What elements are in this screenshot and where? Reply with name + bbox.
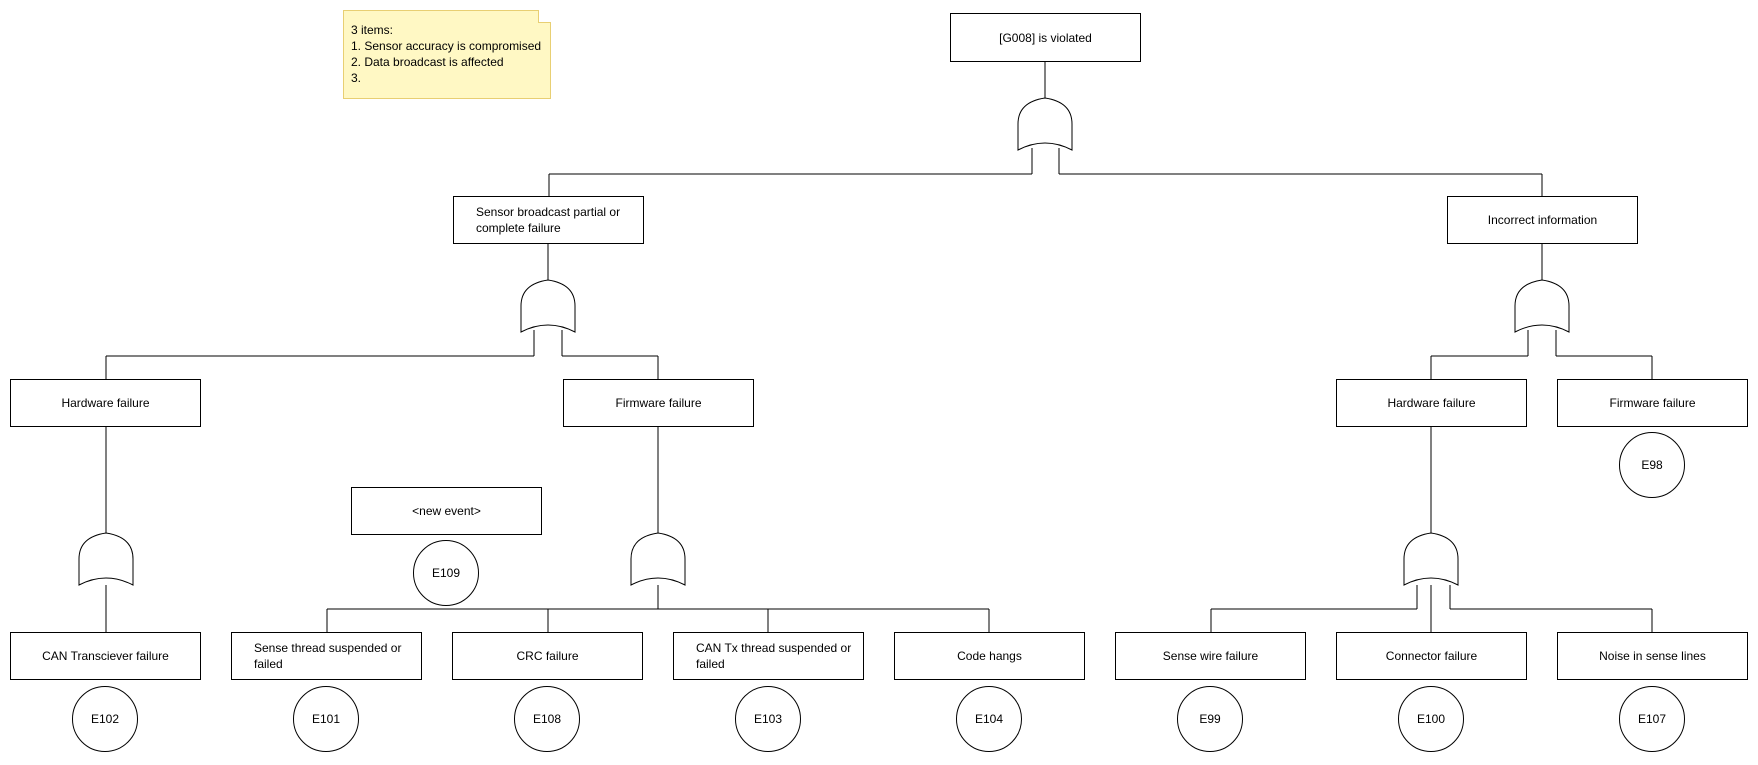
basic-event-e107[interactable]: E107 xyxy=(1619,686,1685,752)
note-line: 3. xyxy=(351,71,362,85)
or-gate-3[interactable] xyxy=(1514,279,1570,333)
event-firmware-failure-right[interactable]: Firmware failure xyxy=(1557,379,1748,427)
basic-event-e101[interactable]: E101 xyxy=(293,686,359,752)
or-gate-6[interactable] xyxy=(1403,532,1459,586)
event-sense-thread-suspended[interactable]: Sense thread suspended or failed xyxy=(231,632,422,680)
basic-event-e108[interactable]: E108 xyxy=(514,686,580,752)
basic-event-e99[interactable]: E99 xyxy=(1177,686,1243,752)
event-can-tx-thread-suspended[interactable]: CAN Tx thread suspended or failed xyxy=(673,632,864,680)
or-gate-4[interactable] xyxy=(78,532,134,586)
event-firmware-failure-mid[interactable]: Firmware failure xyxy=(563,379,754,427)
event-crc-failure[interactable]: CRC failure xyxy=(452,632,643,680)
note-line: 3 items: xyxy=(351,23,394,37)
event-hardware-failure-right[interactable]: Hardware failure xyxy=(1336,379,1527,427)
or-gate-2[interactable] xyxy=(520,279,576,333)
or-gate-1[interactable] xyxy=(1017,97,1073,151)
event-new-event[interactable]: <new event> xyxy=(351,487,542,535)
event-connector-failure[interactable]: Connector failure xyxy=(1336,632,1527,680)
note-line: 1. Sensor accuracy is compromised xyxy=(351,39,542,53)
basic-event-e102[interactable]: E102 xyxy=(72,686,138,752)
event-code-hangs[interactable]: Code hangs xyxy=(894,632,1085,680)
top-event-g008[interactable]: [G008] is violated xyxy=(950,13,1141,62)
event-can-transceiver-failure[interactable]: CAN Transciever failure xyxy=(10,632,201,680)
note-fold-corner xyxy=(538,10,551,23)
basic-event-e104[interactable]: E104 xyxy=(956,686,1022,752)
basic-event-e98[interactable]: E98 xyxy=(1619,432,1685,498)
event-sensor-broadcast-failure[interactable]: Sensor broadcast partial or complete fai… xyxy=(453,196,644,244)
event-incorrect-information[interactable]: Incorrect information xyxy=(1447,196,1638,244)
event-hardware-failure-left[interactable]: Hardware failure xyxy=(10,379,201,427)
basic-event-e109[interactable]: E109 xyxy=(413,540,479,606)
event-noise-in-sense-lines[interactable]: Noise in sense lines xyxy=(1557,632,1748,680)
event-sense-wire-failure[interactable]: Sense wire failure xyxy=(1115,632,1306,680)
basic-event-e103[interactable]: E103 xyxy=(735,686,801,752)
note-line: 2. Data broadcast is affected xyxy=(351,55,504,69)
note-sticky[interactable]: 3 items: 1. Sensor accuracy is compromis… xyxy=(343,10,551,99)
basic-event-e100[interactable]: E100 xyxy=(1398,686,1464,752)
or-gate-5[interactable] xyxy=(630,532,686,586)
